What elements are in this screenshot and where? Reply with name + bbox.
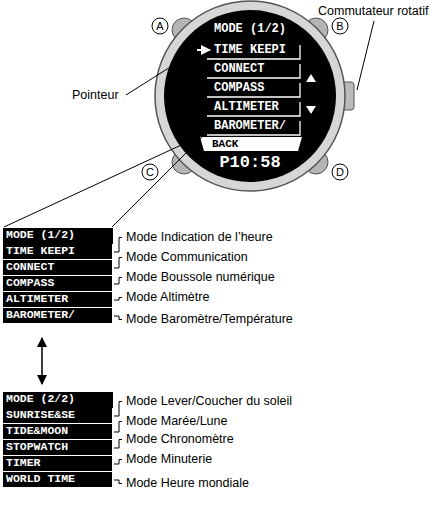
mode-name: TIME KEEPI	[3, 244, 112, 258]
mode-label: Mode Lever/Coucher du soleil	[126, 394, 292, 409]
screen-text: COMPASS	[214, 81, 264, 96]
lcd-row: SUNRISE&SE	[3, 408, 113, 424]
mode-name: BAROMETER/	[3, 308, 112, 322]
mode-label: Mode Boussole numérique	[126, 270, 275, 285]
leader-line	[114, 460, 122, 465]
mode-name: COMPASS	[3, 276, 112, 290]
leader-line	[114, 258, 122, 269]
part-label: Commutateur rotatif	[318, 4, 428, 19]
lcd-row: WORLD TIME	[3, 472, 113, 488]
leader-line	[114, 298, 122, 301]
screen-text: CONNECT	[214, 62, 264, 77]
screen-text: MODE (1/2)	[214, 22, 286, 37]
lcd-row: TIMER	[3, 456, 113, 472]
mode-label: Mode Minuterie	[126, 452, 212, 467]
lcd-panel: MODE (2/2) SUNRISE&SE TIDE&MOON STOPWATCH TI…	[3, 392, 113, 488]
mode-label: Mode Altimètre	[126, 290, 209, 305]
screen-text: BACK	[212, 138, 238, 151]
mode-label: Mode Marée/Lune	[126, 414, 227, 429]
leader-line	[114, 278, 122, 285]
mode-label: Mode Baromètre/Température	[126, 312, 293, 327]
screen-time: P10:58	[219, 153, 280, 172]
leader-line	[114, 480, 122, 484]
lcd-row: STOPWATCH	[3, 440, 113, 456]
lcd-row: BAROMETER/	[3, 308, 113, 324]
mode-name: TIDE&MOON	[3, 424, 112, 438]
leader-line	[114, 238, 122, 253]
button-letter: D	[336, 166, 344, 179]
mode-label: Mode Heure mondiale	[126, 476, 249, 491]
button-letter: A	[156, 20, 163, 33]
lcd-row: TIDE&MOON	[3, 424, 113, 440]
mode-name: WORLD TIME	[3, 472, 112, 486]
button-letter: B	[336, 20, 343, 33]
screen-text: ALTIMETER	[214, 100, 279, 115]
mode-label: Mode Communication	[126, 250, 248, 265]
mode-name: SUNRISE&SE	[3, 408, 112, 422]
part-label: Pointeur	[72, 88, 119, 103]
mode-label: Mode Indication de l’heure	[126, 230, 273, 245]
lcd-row: TIME KEEPI	[3, 244, 113, 260]
panel-heading: MODE (1/2)	[3, 228, 113, 242]
leader-line	[114, 402, 122, 417]
leader-line	[114, 316, 122, 320]
screen-text: BAROMETER/	[214, 119, 286, 134]
mode-name: TIMER	[3, 456, 112, 470]
screen-text: TIME KEEPI	[214, 43, 286, 58]
lcd-row: COMPASS	[3, 276, 113, 292]
mode-name: CONNECT	[3, 260, 112, 274]
lcd-row: CONNECT	[3, 260, 113, 276]
lcd-panel: MODE (1/2) TIME KEEPI CONNECT COMPASS ALTIME…	[3, 228, 113, 324]
leader-line	[114, 422, 122, 433]
mode-name: ALTIMETER	[3, 292, 112, 306]
button-letter: C	[146, 166, 154, 179]
mode-name: STOPWATCH	[3, 440, 112, 454]
mode-label: Mode Chronomètre	[126, 432, 234, 447]
leader-line	[114, 440, 122, 449]
lcd-row: ALTIMETER	[3, 292, 113, 308]
panel-heading: MODE (2/2)	[3, 392, 113, 406]
